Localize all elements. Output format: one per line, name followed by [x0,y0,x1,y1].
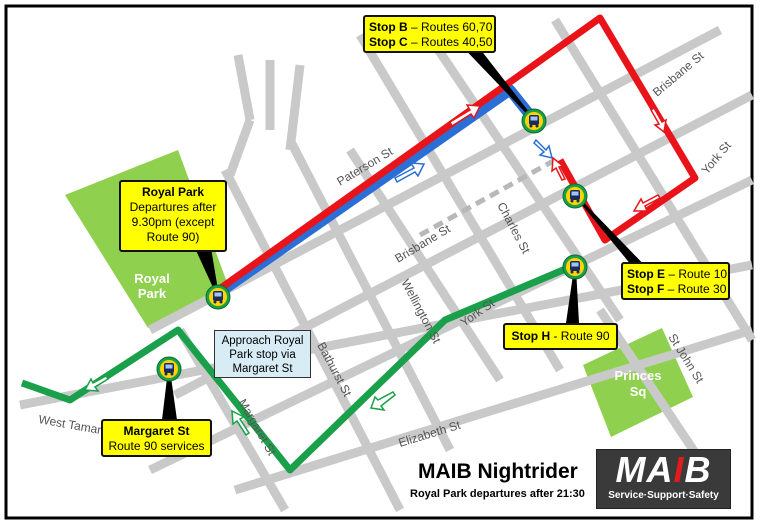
callout-text: Departures after [129,200,217,214]
stop-routes: – Routes 40,50 [407,35,493,49]
callout-stop-e-f: Stop E – Route 10 Stop F – Route 30 [621,262,730,300]
bus-stop-icon[interactable] [205,284,231,310]
arrow-icon [533,138,554,160]
logo-tagline: Service·Support·Safety [608,490,719,501]
stop-routes: – Route 10 [665,267,728,281]
arrow-icon [394,162,426,184]
dashed-street [418,157,557,238]
approach-note: Approach Royal Park stop via Margaret St [214,330,311,378]
callout-title: Margaret St [123,424,190,438]
park-label: Royal [134,271,169,286]
callout-text: 9.30pm (except [131,215,215,229]
logo-text: MA [615,449,674,490]
callout-royal-park: Royal Park Departures after 9.30pm (exce… [119,180,227,252]
callout-title: Royal Park [141,185,205,199]
callout-stop-h: Stop H - Route 90 [503,323,618,350]
arrow-icon [231,409,251,437]
stop-name: Stop C [369,35,408,49]
logo-text: I [673,449,685,490]
logo-letters: MAIB [597,450,730,490]
bus-stop-icon[interactable] [562,183,588,209]
stop-routes: – Routes 60,70 [407,20,493,34]
arrow-icon [449,104,482,128]
callout-stop-b-c: Stop B – Routes 60,70 Stop C – Routes 40… [363,15,496,53]
callout-text: Route 90 services [108,439,205,453]
arrow-icon [650,106,667,134]
map-subtitle: Royal Park departures after 21:30 [410,488,585,500]
arrow-icon [369,391,397,412]
arrow-icon [632,194,662,212]
stop-routes: - Route 90 [550,329,610,343]
note-line: Approach Royal [221,335,304,347]
green-route [20,261,577,474]
stop-name: Stop H [511,329,551,343]
note-line: Park stop via [229,349,296,361]
stop-routes: – Route 30 [664,282,727,296]
bus-stop-icon[interactable] [156,356,182,382]
park-label: Princes [615,368,662,383]
direction-arrows [83,104,667,437]
bus-stops [156,108,588,382]
park-label: Park [138,286,167,301]
callout-margaret-st: Margaret St Route 90 services [101,419,212,457]
logo-text: B [684,449,712,490]
map-title: MAIB Nightrider [418,460,578,483]
arrow-icon [83,375,110,392]
note-line: Margaret St [232,363,293,375]
stop-name: Stop E [627,267,665,281]
bus-stop-icon[interactable] [521,108,547,134]
stop-name: Stop B [369,20,408,34]
park-label: Sq [630,384,647,399]
stop-name: Stop F [627,282,665,296]
bus-stop-icon[interactable] [562,254,588,280]
arrow-icon [551,156,567,181]
callout-text: Route 90) [146,230,200,244]
maib-logo: MAIB Service·Support·Safety [596,449,731,509]
